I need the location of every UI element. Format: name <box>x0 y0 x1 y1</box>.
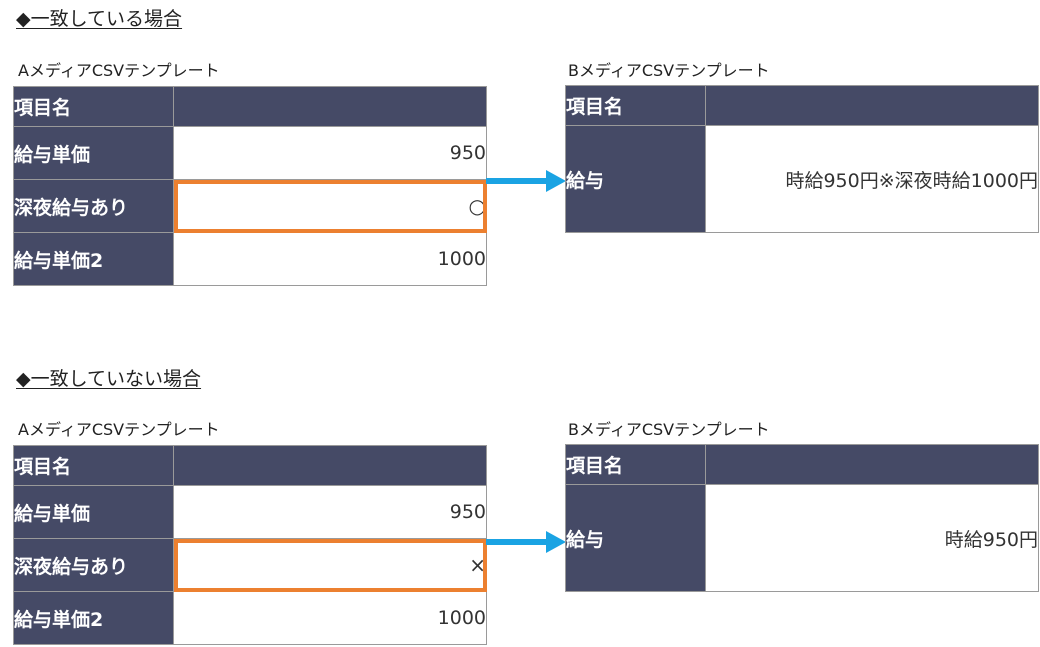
header-cell-empty <box>173 445 487 486</box>
section-heading: ◆一致していない場合 <box>16 368 202 390</box>
highlighted-value-cell: × <box>173 538 487 592</box>
template-b-caption: BメディアCSVテンプレート <box>568 420 770 439</box>
row-label: 給与単価 <box>13 485 174 539</box>
row-value: 時給950円※深夜時給1000円 <box>705 125 1039 233</box>
table-header-row: 項目名 <box>13 86 487 127</box>
header-cell-item-name: 項目名 <box>565 85 706 126</box>
template-b-caption: BメディアCSVテンプレート <box>568 61 770 80</box>
row-label: 深夜給与あり <box>13 538 174 592</box>
row-value: 950 <box>173 126 487 180</box>
row-label: 給与単価2 <box>13 232 174 286</box>
table-header-row: 項目名 <box>565 444 1039 485</box>
row-value: 時給950円 <box>705 484 1039 592</box>
template-a-caption: AメディアCSVテンプレート <box>18 420 220 439</box>
template-a-table: 項目名 給与単価 950 深夜給与あり × 給与単価2 1000 <box>13 445 487 645</box>
row-value: 950 <box>173 485 487 539</box>
header-cell-empty <box>705 444 1039 485</box>
row-value: 1000 <box>173 591 487 645</box>
section-heading: ◆一致している場合 <box>16 8 183 30</box>
table-header-row: 項目名 <box>565 85 1039 126</box>
table-row: 給与 時給950円 <box>565 484 1039 592</box>
table-row: 給与単価2 1000 <box>13 591 487 645</box>
table-header-row: 項目名 <box>13 445 487 486</box>
table-row: 給与単価2 1000 <box>13 232 487 286</box>
table-row: 深夜給与あり ○ <box>13 179 487 233</box>
template-b-table: 項目名 給与 時給950円※深夜時給1000円 <box>565 85 1039 233</box>
header-cell-item-name: 項目名 <box>13 86 174 127</box>
highlighted-value-cell: ○ <box>173 179 487 233</box>
template-b-table: 項目名 給与 時給950円 <box>565 444 1039 592</box>
table-row: 給与 時給950円※深夜時給1000円 <box>565 125 1039 233</box>
header-cell-item-name: 項目名 <box>13 445 174 486</box>
table-row: 給与単価 950 <box>13 485 487 539</box>
row-label: 給与 <box>565 484 706 592</box>
template-a-caption: AメディアCSVテンプレート <box>18 61 220 80</box>
row-label: 給与単価2 <box>13 591 174 645</box>
header-cell-item-name: 項目名 <box>565 444 706 485</box>
row-label: 給与 <box>565 125 706 233</box>
header-cell-empty <box>705 85 1039 126</box>
row-label: 給与単価 <box>13 126 174 180</box>
row-value: 1000 <box>173 232 487 286</box>
template-a-table: 項目名 給与単価 950 深夜給与あり ○ 給与単価2 1000 <box>13 86 487 286</box>
table-row: 深夜給与あり × <box>13 538 487 592</box>
table-row: 給与単価 950 <box>13 126 487 180</box>
mapping-arrow-icon <box>486 170 566 192</box>
header-cell-empty <box>173 86 487 127</box>
mapping-arrow-icon <box>486 531 566 553</box>
row-label: 深夜給与あり <box>13 179 174 233</box>
